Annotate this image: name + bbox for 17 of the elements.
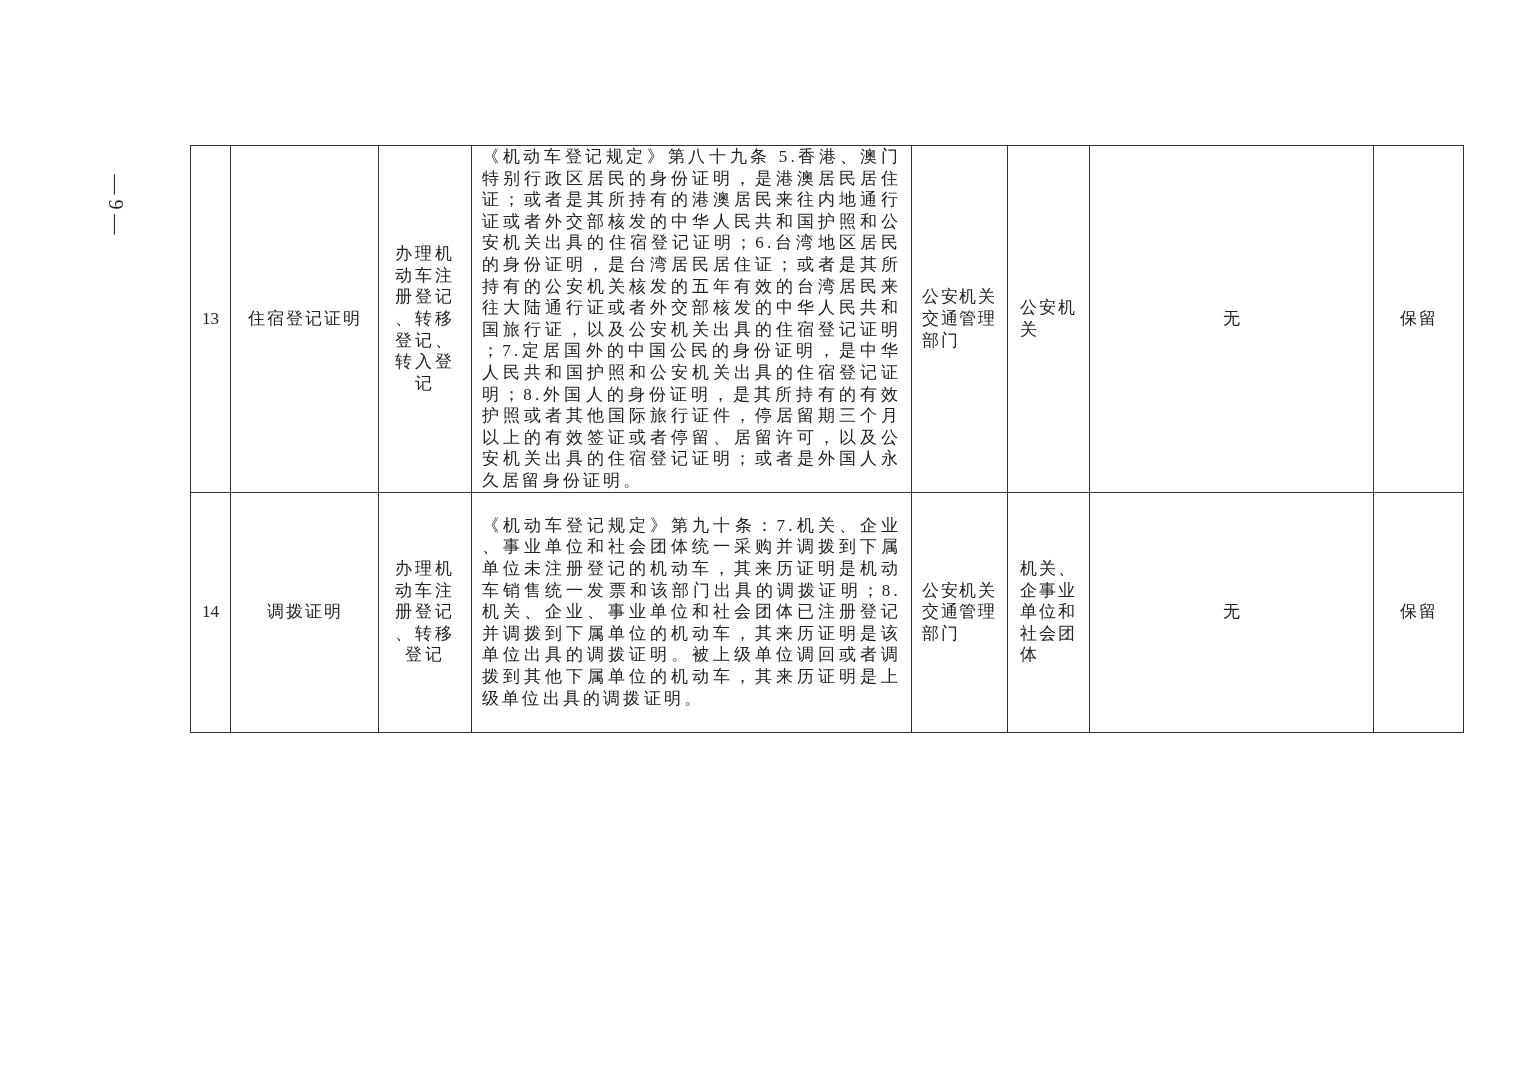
table-cell: 无 [1089, 145, 1374, 492]
table-cell: 公安机关交通管理部门 [911, 145, 1008, 492]
table-cell: 公安机关交通管理部门 [911, 492, 1008, 732]
table-cell: 保留 [1373, 145, 1464, 492]
table-cell: 办理机动车注册登记、转移登记、转入登记 [378, 145, 472, 492]
table-cell: 机关、企事业单位和社会团体 [1007, 492, 1090, 732]
table-cell: 办理机动车注册登记、转移登记 [378, 492, 472, 732]
table-cell: 调拨证明 [230, 492, 379, 732]
table-cell: 14 [190, 492, 231, 732]
table-cell: 无 [1089, 492, 1374, 732]
table-cell: 《机动车登记规定》第八十九条 5.香港、澳门特别行政区居民的身份证明，是港澳居民居住证；或者是其所持有的港澳居民来往内地通行证或者外交部核发的中华人民共和国护照和公安机关出具的住宿登记证明；6.台湾地区居民的身份证明，是台湾居民居住证；或者是其所持有的公安机关核发的五年有效的台湾居民来往大陆通行证或者外交部核发的中华人民共和国旅行证，以及公安机关出具的住宿登记证明；7.定居国外的中国公民的身份证明，是中华人民共和国护照和公安机关出具的住宿登记证明；8.外国人的身份证明，是其所持有的有效护照或者其他国际旅行证件，停居留期三个月以上的有效签证或者停留、居留许可，以及公安机关出具的住宿登记证明；或者是外国人永久居留身份证明。 [471, 145, 912, 492]
table-cell: 13 [190, 145, 231, 492]
page-number: — 9 — [103, 173, 127, 237]
table-cell: 《机动车登记规定》第九十条：7.机关、企业、事业单位和社会团体统一采购并调拨到下属单位未注册登记的机动车，其来历证明是机动车销售统一发票和该部门出具的调拨证明；8.机关、企业、事业单位和社会团体已注册登记并调拨到下属单位的机动车，其来历证明是该单位出具的调拨证明。被上级单位调回或者调拨到其他下属单位的机动车，其来历证明是上级单位出具的调拨证明。 [471, 492, 912, 732]
table-cell: 住宿登记证明 [230, 145, 379, 492]
table-cell: 公安机关 [1007, 145, 1090, 492]
table-cell: 保留 [1373, 492, 1464, 732]
